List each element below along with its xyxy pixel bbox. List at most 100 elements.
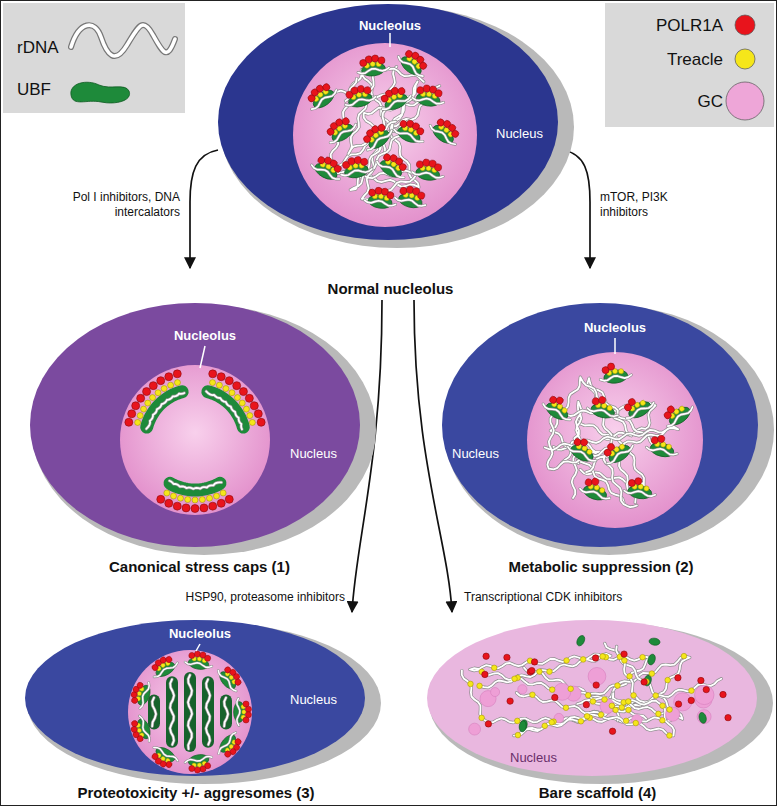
- gc-droplet: [518, 685, 527, 694]
- ubf-fragment: [647, 653, 657, 666]
- polymerase-cluster: [619, 390, 656, 423]
- treacle-dot: [468, 681, 474, 687]
- rdna-strand: [587, 407, 618, 418]
- polymerase-cluster: [427, 114, 464, 149]
- treacle-dot: [660, 703, 666, 709]
- rdna-strand-outline: [169, 481, 221, 489]
- compartment-label: Nucleolus: [340, 18, 440, 34]
- polr1a-dot: [250, 402, 258, 410]
- polymerase-cluster: [412, 83, 446, 108]
- rdna-strand: [146, 393, 184, 429]
- polr1a-dot: [209, 502, 217, 510]
- rdna-strand: [152, 698, 156, 727]
- treacle-dot: [644, 486, 650, 492]
- legend-label: GC: [605, 91, 723, 112]
- color-swatch: [726, 82, 764, 120]
- treacle-dot: [542, 723, 548, 729]
- polr1a-dot: [191, 505, 199, 513]
- treacle-dot: [170, 493, 176, 499]
- polr1a-dot: [485, 721, 491, 727]
- treacle-dot: [479, 715, 485, 721]
- nucleus-body: [442, 303, 758, 547]
- nucleolus-gc: [128, 650, 252, 774]
- treacle-dot: [578, 718, 584, 724]
- polr1a-dot: [245, 706, 251, 712]
- rdna-strand-outline: [600, 374, 631, 382]
- polr1a-dot: [217, 499, 225, 507]
- rdna-strand: [224, 698, 228, 727]
- polr1a-dot: [609, 728, 615, 734]
- treacle-dot: [249, 419, 255, 425]
- treacle-dot: [639, 399, 646, 406]
- state-caption: Canonical stress caps (1): [22, 558, 377, 577]
- polymerase-cluster: [598, 361, 632, 386]
- rdna-strand: [462, 643, 683, 722]
- rdna-strand-outline: [587, 407, 618, 418]
- nucleolus-gc: [120, 365, 270, 515]
- polr1a-dot: [386, 191, 394, 199]
- polr1a-dot: [593, 682, 599, 688]
- treacle-dot: [216, 382, 222, 388]
- polr1a-dot: [397, 86, 406, 95]
- polymerase-cluster: [184, 753, 214, 775]
- rdna-strand: [185, 756, 212, 764]
- nucleus-body: [218, 4, 558, 240]
- compartment-label: Nucleus: [496, 126, 576, 142]
- treacle-dot: [618, 443, 625, 450]
- polr1a-dot: [657, 435, 665, 443]
- gc-droplet: [695, 685, 714, 704]
- rdna-strand: [322, 70, 419, 187]
- rdna-strand: [170, 679, 174, 744]
- rdna-strand: [545, 415, 678, 470]
- polymerase-cluster: [392, 116, 429, 147]
- rdna-strand: [237, 698, 240, 725]
- rdna-strand-outline: [348, 67, 424, 154]
- polr1a-dot: [398, 162, 408, 172]
- treacle-dot: [665, 677, 671, 683]
- rdna-strand-outline: [462, 643, 683, 722]
- legend-label: POLR1A: [605, 15, 723, 36]
- treacle-dot: [229, 390, 235, 396]
- polr1a-dot: [634, 477, 642, 485]
- polr1a-dot: [606, 442, 616, 452]
- rdna-strand-outline: [188, 675, 192, 749]
- treacle-dot: [585, 692, 591, 698]
- polymerase-cluster: [148, 652, 180, 681]
- nucleus-group: [30, 303, 376, 555]
- rdna-strand-outline: [646, 446, 677, 456]
- polr1a-dot: [223, 750, 232, 759]
- polr1a-dot: [132, 402, 140, 410]
- polymerase-cluster: [599, 434, 636, 468]
- nucleus-panel: NucleolusNucleusMetabolic suppression (2…: [432, 268, 770, 580]
- polr1a-dot: [720, 691, 726, 697]
- treacle-dot: [223, 386, 229, 392]
- rdna-strand: [517, 693, 675, 736]
- rdna-strand: [412, 170, 443, 178]
- polymerase-cluster: [339, 155, 373, 180]
- polymerase-cluster: [364, 185, 398, 210]
- gc-droplet: [491, 688, 500, 697]
- rdna-strand-outline: [341, 168, 372, 177]
- polr1a-dot: [245, 394, 253, 402]
- treacle-dot: [607, 405, 613, 411]
- polr1a-dot: [125, 418, 133, 426]
- treacle-dot: [177, 495, 183, 501]
- nucleolus-gc: [293, 43, 477, 227]
- polr1a-dot: [165, 373, 173, 381]
- nucleus-panel: NucleolusNucleusProteotoxicity +/- aggre…: [20, 612, 372, 804]
- legend-panel: rDNAUBF: [3, 3, 185, 113]
- polymerase-cluster: [659, 395, 696, 430]
- rdna-strand-outline: [224, 698, 228, 727]
- polr1a-dot: [254, 410, 262, 418]
- polr1a-dot: [591, 477, 600, 486]
- rdna-strand: [358, 67, 389, 75]
- polr1a-dot: [482, 671, 488, 677]
- treacle-dot: [561, 407, 568, 414]
- polr1a-dot: [243, 717, 249, 723]
- treacle-dot: [600, 654, 606, 660]
- rdna-strand: [646, 446, 677, 456]
- compartment-label: Nucleolus: [155, 328, 255, 344]
- treacle-dot: [220, 490, 226, 496]
- rdna-strand-outline: [322, 70, 419, 187]
- polr1a-dot: [182, 504, 190, 512]
